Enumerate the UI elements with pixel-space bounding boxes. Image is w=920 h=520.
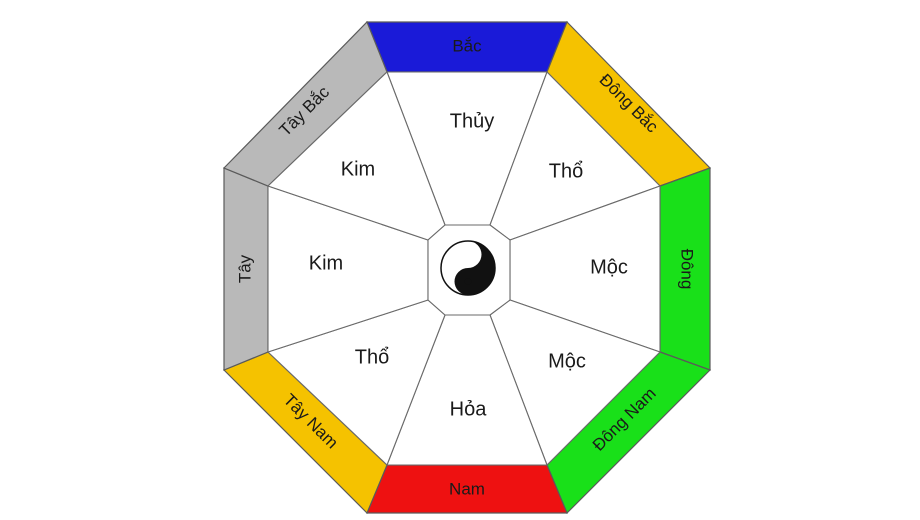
element-label-east: Mộc xyxy=(590,256,628,278)
direction-label-north: Bắc xyxy=(452,36,482,55)
direction-label-south: Nam xyxy=(449,479,485,498)
yin-yang-icon xyxy=(440,240,496,296)
element-label-south: Hỏa xyxy=(450,398,488,420)
element-label-northwest: Kim xyxy=(341,158,375,180)
direction-label-east: Đông xyxy=(678,249,697,290)
direction-label-west: Tây xyxy=(235,254,254,283)
element-label-west: Kim xyxy=(309,252,343,274)
element-label-northeast: Thổ xyxy=(549,160,583,182)
element-label-north: Thủy xyxy=(450,110,494,132)
element-label-southwest: Thổ xyxy=(355,346,389,368)
element-label-southeast: Mộc xyxy=(548,350,586,372)
